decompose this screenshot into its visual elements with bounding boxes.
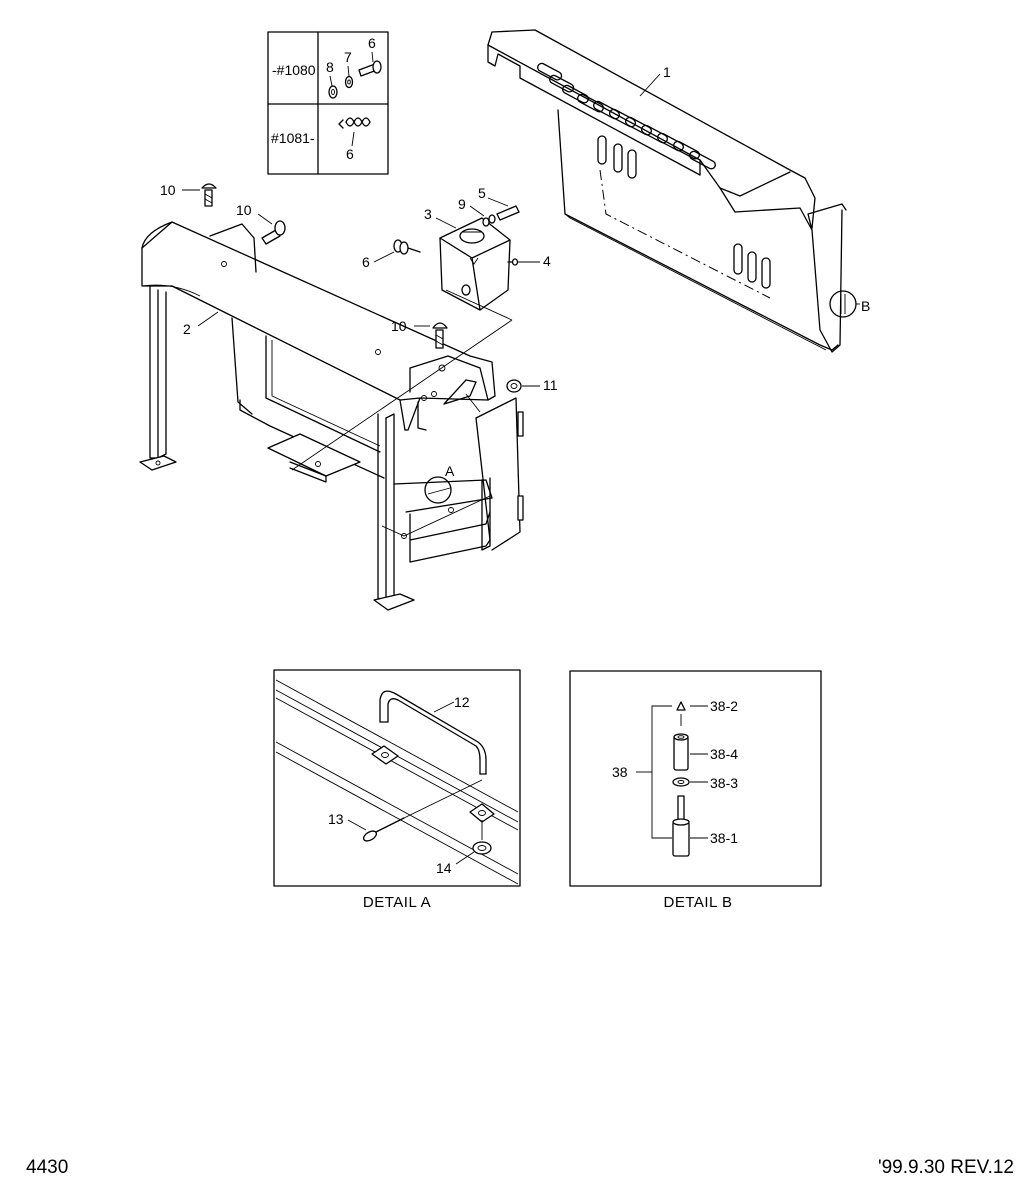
- top-cover: [487, 29, 860, 353]
- detail-b-group-38: 38: [612, 764, 628, 780]
- washer-icon: [344, 75, 354, 89]
- detail-a-part-13: 13: [328, 811, 344, 827]
- detail-b-part-38-3: 38-3: [710, 775, 738, 791]
- callout-5: 5: [478, 185, 486, 201]
- bolt-icon: [261, 220, 286, 245]
- detail-a-box: [273, 669, 521, 887]
- callout-2: 2: [183, 321, 191, 337]
- page-number: 4430: [26, 1157, 68, 1178]
- table-part-7: 7: [344, 49, 352, 65]
- support-frame: [139, 221, 524, 611]
- bolt-icon: [358, 60, 382, 77]
- callout-10-mid: 10: [236, 202, 252, 218]
- table-row2-label: #1081-: [271, 130, 315, 146]
- callout-10-right: 10: [391, 318, 407, 334]
- callout-9: 9: [458, 196, 466, 212]
- table-part-6-bottom: 6: [346, 146, 354, 162]
- callout-4: 4: [543, 253, 551, 269]
- bolt-icon: [201, 183, 217, 207]
- reservoir-tank: [393, 205, 520, 311]
- detail-b-caption: DETAIL B: [663, 894, 732, 911]
- revision-date: '99.9.30 REV.12: [878, 1157, 1014, 1178]
- callout-6: 6: [362, 254, 370, 270]
- detail-a-caption: DETAIL A: [363, 894, 431, 911]
- bolt-icon: [432, 322, 448, 372]
- serial-number-table: -#1080 #1081- 8 7 6 6: [267, 31, 389, 175]
- callout-11: 11: [543, 377, 558, 393]
- callout-3: 3: [424, 206, 432, 222]
- table-row1-label: -#1080: [272, 62, 316, 78]
- detail-a-part-12: 12: [454, 694, 470, 710]
- detail-b-part-38-4: 38-4: [710, 746, 738, 762]
- table-part-8: 8: [326, 59, 334, 75]
- nut-icon: [328, 85, 338, 99]
- callout-a: A: [445, 463, 455, 479]
- callout-1: 1: [663, 64, 671, 80]
- table-part-6-top: 6: [368, 35, 376, 51]
- callout-10-left: 10: [160, 182, 176, 198]
- detail-b-box: [569, 670, 822, 887]
- clamp-icon: [338, 117, 371, 129]
- detail-a-part-14: 14: [436, 860, 452, 876]
- detail-b-part-38-1: 38-1: [710, 830, 738, 846]
- callout-b: B: [861, 298, 870, 314]
- detail-b-part-38-2: 38-2: [710, 698, 738, 714]
- vent-slots: [537, 62, 716, 170]
- nut-icon: [506, 379, 522, 393]
